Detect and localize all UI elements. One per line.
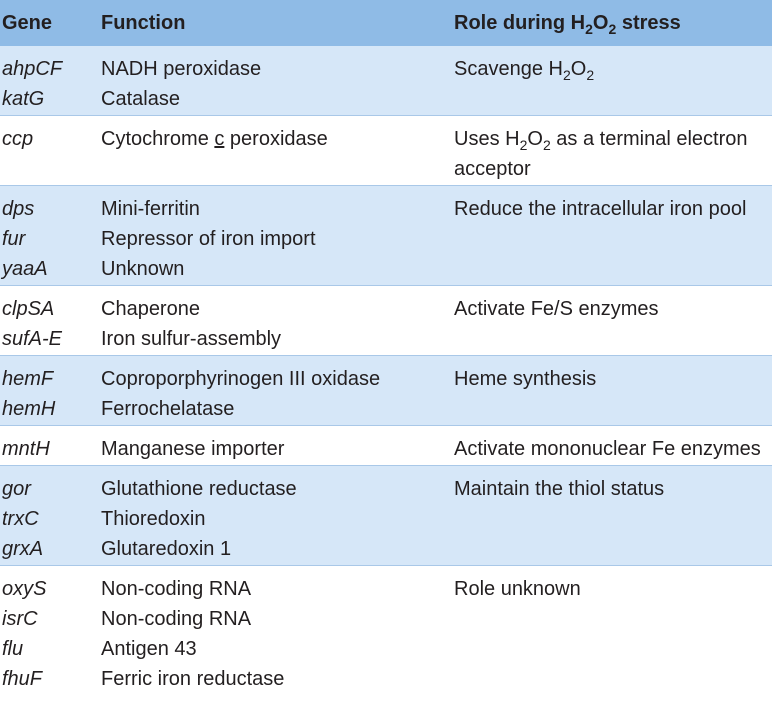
header-function: Function <box>101 11 186 34</box>
gene-name: dps <box>2 198 35 220</box>
function-text: Mini-ferritin <box>101 198 200 220</box>
role-text: Scavenge H2O2 <box>454 58 595 83</box>
gene-cell: ahpCF katG <box>0 46 101 116</box>
gene-name: ccp <box>2 128 34 150</box>
table-row: clpSA sufA-E Chaperone Iron sulfur-assem… <box>0 285 772 356</box>
table-row: oxyS isrC flu fhuF Non-coding RNA Non-co… <box>0 565 772 696</box>
role-text: Heme synthesis <box>454 368 597 390</box>
table-row: dps fur yaaA Mini-ferritin Repressor of … <box>0 185 772 286</box>
function-text: Repressor of iron import <box>101 228 316 250</box>
gene-name: katG <box>2 88 45 110</box>
header-role: Role during H2O2 stress <box>454 11 681 37</box>
role-cell: Maintain the thiol status <box>454 466 772 566</box>
table-row: hemF hemH Coproporphyrinogen III oxidase… <box>0 355 772 426</box>
role-cell: Scavenge H2O2 <box>454 46 772 116</box>
table-row: ahpCF katG NADH peroxidase Catalase Scav… <box>0 46 772 116</box>
table-row: ccp Cytochrome c peroxidase Uses H2O2 as… <box>0 115 772 186</box>
table-row: gor trxC grxA Glutathione reductase Thio… <box>0 465 772 566</box>
gene-name: grxA <box>2 538 44 560</box>
gene-function-table: Gene Function Role during H2O2 stress ah… <box>0 0 772 696</box>
function-text: Iron sulfur-assembly <box>101 328 282 350</box>
gene-cell: ccp <box>0 116 101 186</box>
function-text: Manganese importer <box>101 438 285 460</box>
function-cell: Manganese importer <box>101 426 454 466</box>
role-cell: Activate Fe/S enzymes <box>454 286 772 356</box>
function-text: Coproporphyrinogen III oxidase <box>101 368 381 390</box>
function-text: Thioredoxin <box>101 508 206 530</box>
function-text: Antigen 43 <box>101 638 197 660</box>
role-cell: Reduce the intracellular iron pool <box>454 186 772 286</box>
function-cell: Glutathione reductase Thioredoxin Glutar… <box>101 466 454 566</box>
gene-cell: dps fur yaaA <box>0 186 101 286</box>
role-text: Reduce the intracellular iron pool <box>454 198 747 220</box>
header-gene: Gene <box>2 11 53 34</box>
function-cell: Mini-ferritin Repressor of iron import U… <box>101 186 454 286</box>
function-text: Cytochrome c peroxidase <box>101 128 328 150</box>
gene-cell: hemF hemH <box>0 356 101 426</box>
gene-name: isrC <box>2 608 38 630</box>
function-text: NADH peroxidase <box>101 58 262 80</box>
function-text: Non-coding RNA <box>101 608 252 630</box>
gene-cell: clpSA sufA-E <box>0 286 101 356</box>
gene-name: mntH <box>2 438 50 460</box>
gene-cell: gor trxC grxA <box>0 466 101 566</box>
function-cell: Chaperone Iron sulfur-assembly <box>101 286 454 356</box>
gene-name: fur <box>2 228 26 250</box>
table-header-row: Gene Function Role during H2O2 stress <box>0 0 772 46</box>
function-text: Catalase <box>101 88 180 110</box>
role-text: Role unknown <box>454 578 581 600</box>
gene-name: trxC <box>2 508 39 530</box>
gene-name: yaaA <box>2 258 48 280</box>
role-text: Maintain the thiol status <box>454 478 665 500</box>
role-text: Uses H2O2 as a terminal electron accepto… <box>454 128 748 180</box>
role-text: Activate Fe/S enzymes <box>454 298 659 320</box>
role-cell: Heme synthesis <box>454 356 772 426</box>
gene-name: flu <box>2 638 24 660</box>
gene-cell: mntH <box>0 426 101 466</box>
table-row: mntH Manganese importer Activate mononuc… <box>0 425 772 466</box>
gene-name: clpSA <box>2 298 55 320</box>
role-text: Activate mononuclear Fe enzymes <box>454 438 761 460</box>
gene-name: sufA-E <box>2 328 63 350</box>
role-cell: Uses H2O2 as a terminal electron accepto… <box>454 116 772 186</box>
function-cell: Cytochrome c peroxidase <box>101 116 454 186</box>
gene-name: gor <box>2 478 31 500</box>
function-text: Unknown <box>101 258 185 280</box>
function-text: Non-coding RNA <box>101 578 252 600</box>
gene-name: hemH <box>2 398 56 420</box>
function-cell: Coproporphyrinogen III oxidase Ferrochel… <box>101 356 454 426</box>
role-cell: Activate mononuclear Fe enzymes <box>454 426 772 466</box>
function-cell: Non-coding RNA Non-coding RNA Antigen 43… <box>101 566 454 696</box>
function-text: Glutaredoxin 1 <box>101 538 232 560</box>
gene-name: oxyS <box>2 578 47 600</box>
gene-cell: oxyS isrC flu fhuF <box>0 566 101 696</box>
function-text: Ferric iron reductase <box>101 668 285 690</box>
function-text: Ferrochelatase <box>101 398 235 420</box>
role-cell: Role unknown <box>454 566 772 696</box>
function-text: Glutathione reductase <box>101 478 297 500</box>
gene-name: fhuF <box>2 668 43 690</box>
gene-name: hemF <box>2 368 54 390</box>
function-cell: NADH peroxidase Catalase <box>101 46 454 116</box>
gene-name: ahpCF <box>2 58 63 80</box>
function-text: Chaperone <box>101 298 200 320</box>
